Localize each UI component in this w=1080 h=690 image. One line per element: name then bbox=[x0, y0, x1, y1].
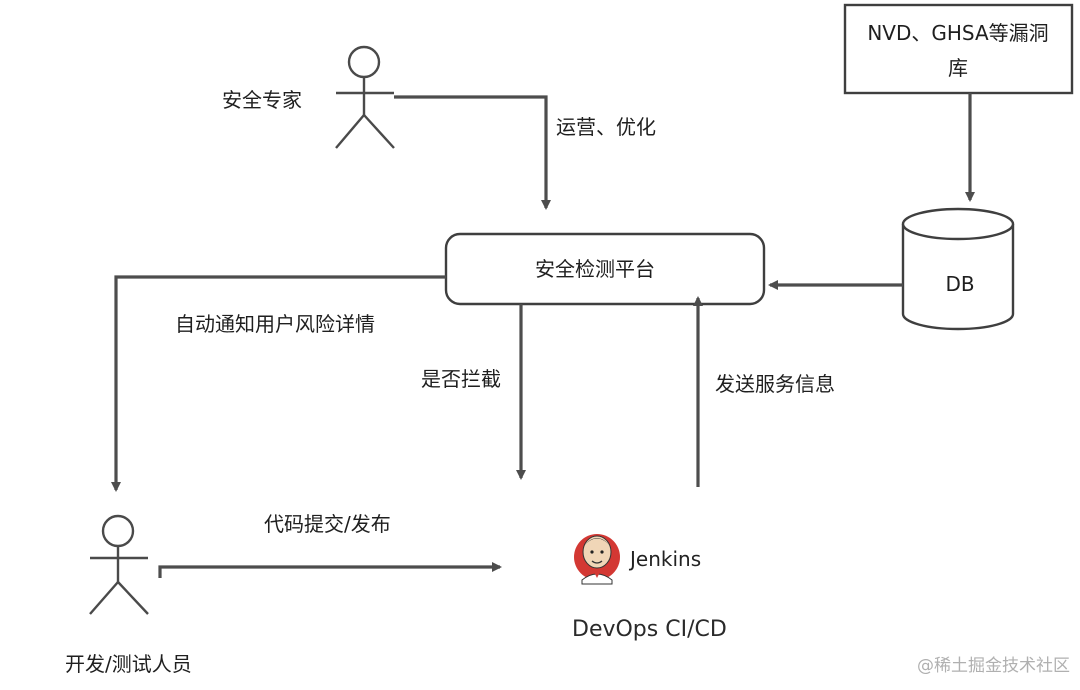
edge-label-operate: 运营、优化 bbox=[556, 115, 656, 139]
developer-label: 开发/测试人员 bbox=[65, 652, 192, 676]
edge-label-commit: 代码提交/发布 bbox=[264, 512, 391, 536]
jenkins-logo-icon bbox=[574, 534, 620, 585]
vuln-db-label-line1: NVD、GHSA等漏洞 bbox=[867, 21, 1048, 45]
developer-figure bbox=[89, 514, 149, 615]
edge-platform-to-developer bbox=[111, 275, 446, 492]
db-cylinder-node: DB bbox=[901, 207, 1015, 331]
jenkins-logo-text: Jenkins bbox=[628, 547, 701, 571]
vuln-db-label-line2: 库 bbox=[948, 56, 968, 80]
jenkins-caption: DevOps CI/CD bbox=[572, 617, 727, 642]
db-label: DB bbox=[945, 272, 974, 296]
edge-expert-to-platform bbox=[394, 95, 551, 210]
security-expert-figure bbox=[335, 45, 395, 149]
edge-label-send-info: 发送服务信息 bbox=[715, 372, 835, 396]
security-expert-label: 安全专家 bbox=[222, 88, 302, 112]
watermark-text: @稀土掘金技术社区 bbox=[917, 656, 1070, 676]
edge-label-notify: 自动通知用户风险详情 bbox=[175, 312, 375, 336]
edge-developer-to-jenkins bbox=[158, 562, 502, 578]
platform-label: 安全检测平台 bbox=[535, 257, 655, 281]
edge-label-intercept: 是否拦截 bbox=[421, 367, 501, 391]
security-platform-node: 安全检测平台 bbox=[444, 232, 766, 306]
vuln-db-node: NVD、GHSA等漏洞 库 bbox=[843, 3, 1074, 95]
